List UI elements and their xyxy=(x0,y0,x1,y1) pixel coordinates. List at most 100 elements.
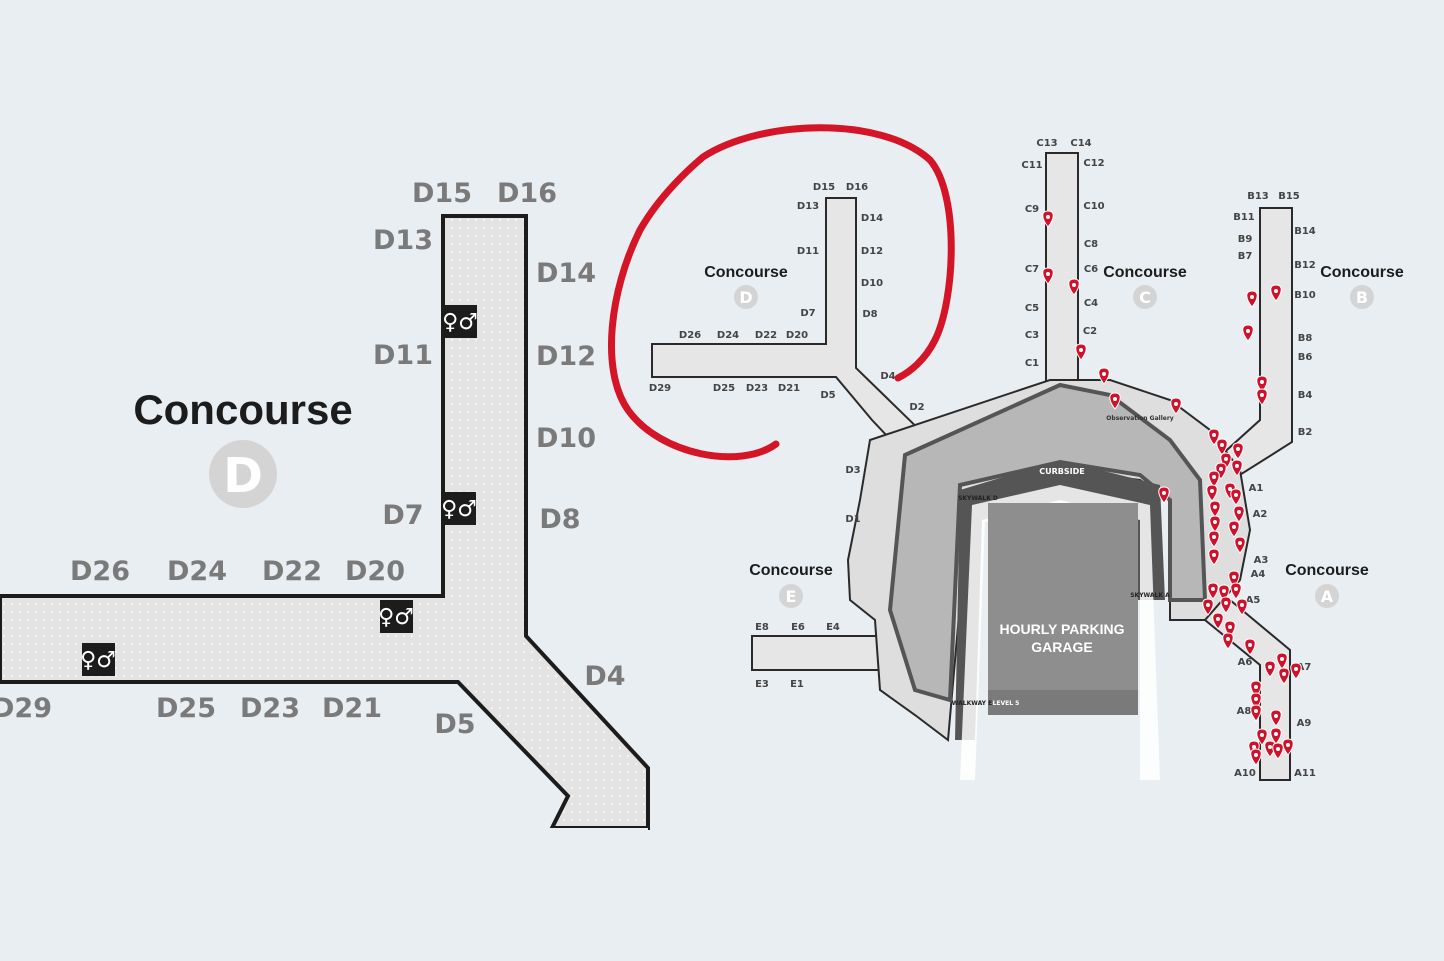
location-pin-dot xyxy=(1174,402,1178,406)
location-pin-dot xyxy=(1250,295,1254,299)
gate-label-a9: A9 xyxy=(1297,718,1312,729)
observation-label: Observation Gallery xyxy=(1106,415,1173,422)
gate-label-c13: C13 xyxy=(1036,138,1057,149)
curbside-road xyxy=(955,460,1165,740)
location-pin-dot xyxy=(1260,393,1264,397)
location-pin-dot xyxy=(1079,348,1083,352)
gate-label-e4: E4 xyxy=(826,622,840,633)
gate-label-c6: C6 xyxy=(1084,264,1098,275)
gate-label-d29: D29 xyxy=(0,693,52,724)
gate-label-d12: D12 xyxy=(536,341,596,372)
location-pin-dot xyxy=(1260,380,1264,384)
gate-label-d23: D23 xyxy=(240,693,300,724)
gate-label-b12: B12 xyxy=(1294,260,1316,271)
location-pin-dot xyxy=(1268,745,1272,749)
gate-label-b9: B9 xyxy=(1238,234,1253,245)
concourse-a-badge xyxy=(1315,584,1339,608)
gate-label-d13: D13 xyxy=(373,225,433,256)
location-pin-dot xyxy=(1232,525,1236,529)
location-pin-dot xyxy=(1240,603,1244,607)
gate-label-a4: A4 xyxy=(1251,569,1266,580)
location-pin-dot xyxy=(1252,745,1256,749)
location-pin-dot xyxy=(1212,475,1216,479)
gate-label-a7: A7 xyxy=(1297,662,1312,673)
skywalk-a-label: SKYWALK A xyxy=(1130,592,1170,599)
svg-text:♀♂: ♀♂ xyxy=(80,648,116,673)
concourse-b-letter: B xyxy=(1356,288,1368,307)
location-pin-dot xyxy=(1276,747,1280,751)
concourse-e-letter: E xyxy=(786,587,797,606)
gate-label-d25: D25 xyxy=(156,693,216,724)
road-white xyxy=(960,485,1160,780)
gate-label-d21: D21 xyxy=(778,383,800,394)
concourse-a-label: Concourse xyxy=(1285,562,1369,579)
gate-label-e6: E6 xyxy=(791,622,805,633)
restroom-icon: ♀♂ xyxy=(442,305,478,338)
concourse-a-letter: A xyxy=(1321,587,1334,606)
gate-label-d10: D10 xyxy=(861,278,883,289)
location-pin-dot xyxy=(1219,467,1223,471)
concourse-d-letter: D xyxy=(739,288,752,307)
gate-label-d3: D3 xyxy=(845,465,860,476)
location-pin-dot xyxy=(1234,587,1238,591)
svg-text:♀♂: ♀♂ xyxy=(442,310,478,335)
gate-label-d1: D1 xyxy=(845,514,860,525)
location-pin-dot xyxy=(1228,625,1232,629)
gate-label-a3: A3 xyxy=(1254,555,1269,566)
location-pins xyxy=(1042,210,1302,766)
svg-text:♀♂: ♀♂ xyxy=(441,497,477,522)
parking-garage xyxy=(988,503,1138,715)
concourse-b-badge xyxy=(1350,285,1374,309)
gate-label-d7: D7 xyxy=(800,308,815,319)
location-pin-dot xyxy=(1268,665,1272,669)
gate-label-a5: A5 xyxy=(1246,595,1261,606)
location-pin-dot xyxy=(1211,587,1215,591)
gate-label-d20: D20 xyxy=(345,556,405,587)
walkway-e-label: WALKWAY E xyxy=(952,700,992,707)
gate-label-b11: B11 xyxy=(1233,212,1255,223)
gate-label-d26: D26 xyxy=(679,330,701,341)
gate-label-d24: D24 xyxy=(717,330,739,341)
location-pin-dot xyxy=(1254,709,1258,713)
location-pin-dot xyxy=(1282,672,1286,676)
location-pin-dot xyxy=(1238,541,1242,545)
location-pin-dot xyxy=(1254,697,1258,701)
gate-label-c2: C2 xyxy=(1083,326,1097,337)
gate-label-d23: D23 xyxy=(746,383,768,394)
location-pin-dot xyxy=(1162,491,1166,495)
gate-label-d4: D4 xyxy=(584,661,625,692)
gate-label-d12: D12 xyxy=(861,246,883,257)
gate-label-b15: B15 xyxy=(1278,191,1300,202)
location-pin-dot xyxy=(1274,289,1278,293)
gate-label-e3: E3 xyxy=(755,679,769,690)
gate-label-d15: D15 xyxy=(412,178,472,209)
concourse-c-badge xyxy=(1133,285,1157,309)
location-pin-dot xyxy=(1224,457,1228,461)
location-pin-dot xyxy=(1212,433,1216,437)
gate-label-d4: D4 xyxy=(880,371,895,382)
concourse-c-letter: C xyxy=(1139,288,1151,307)
location-pin-dot xyxy=(1212,535,1216,539)
gate-label-d21: D21 xyxy=(322,693,382,724)
location-pin-dot xyxy=(1236,447,1240,451)
skywalk-d-label: SKYWALK D xyxy=(958,495,998,502)
location-pin-dot xyxy=(1216,617,1220,621)
gate-label-e1: E1 xyxy=(790,679,804,690)
location-pin-dot xyxy=(1228,487,1232,491)
concourse-b xyxy=(1216,207,1293,480)
gate-label-b6: B6 xyxy=(1298,352,1313,363)
garage-label-2: GARAGE xyxy=(1031,639,1092,655)
concourse-label: Concourse xyxy=(133,386,352,433)
concourse-e xyxy=(751,635,881,671)
gate-label-c10: C10 xyxy=(1083,201,1104,212)
gate-label-d22: D22 xyxy=(755,330,777,341)
gate-label-b14: B14 xyxy=(1294,226,1316,237)
garage-label: HOURLY PARKING xyxy=(1000,621,1125,637)
gate-label-d13: D13 xyxy=(797,201,819,212)
location-pin-dot xyxy=(1113,397,1117,401)
location-pin-dot xyxy=(1046,215,1050,219)
gate-label-a11: A11 xyxy=(1294,768,1316,779)
